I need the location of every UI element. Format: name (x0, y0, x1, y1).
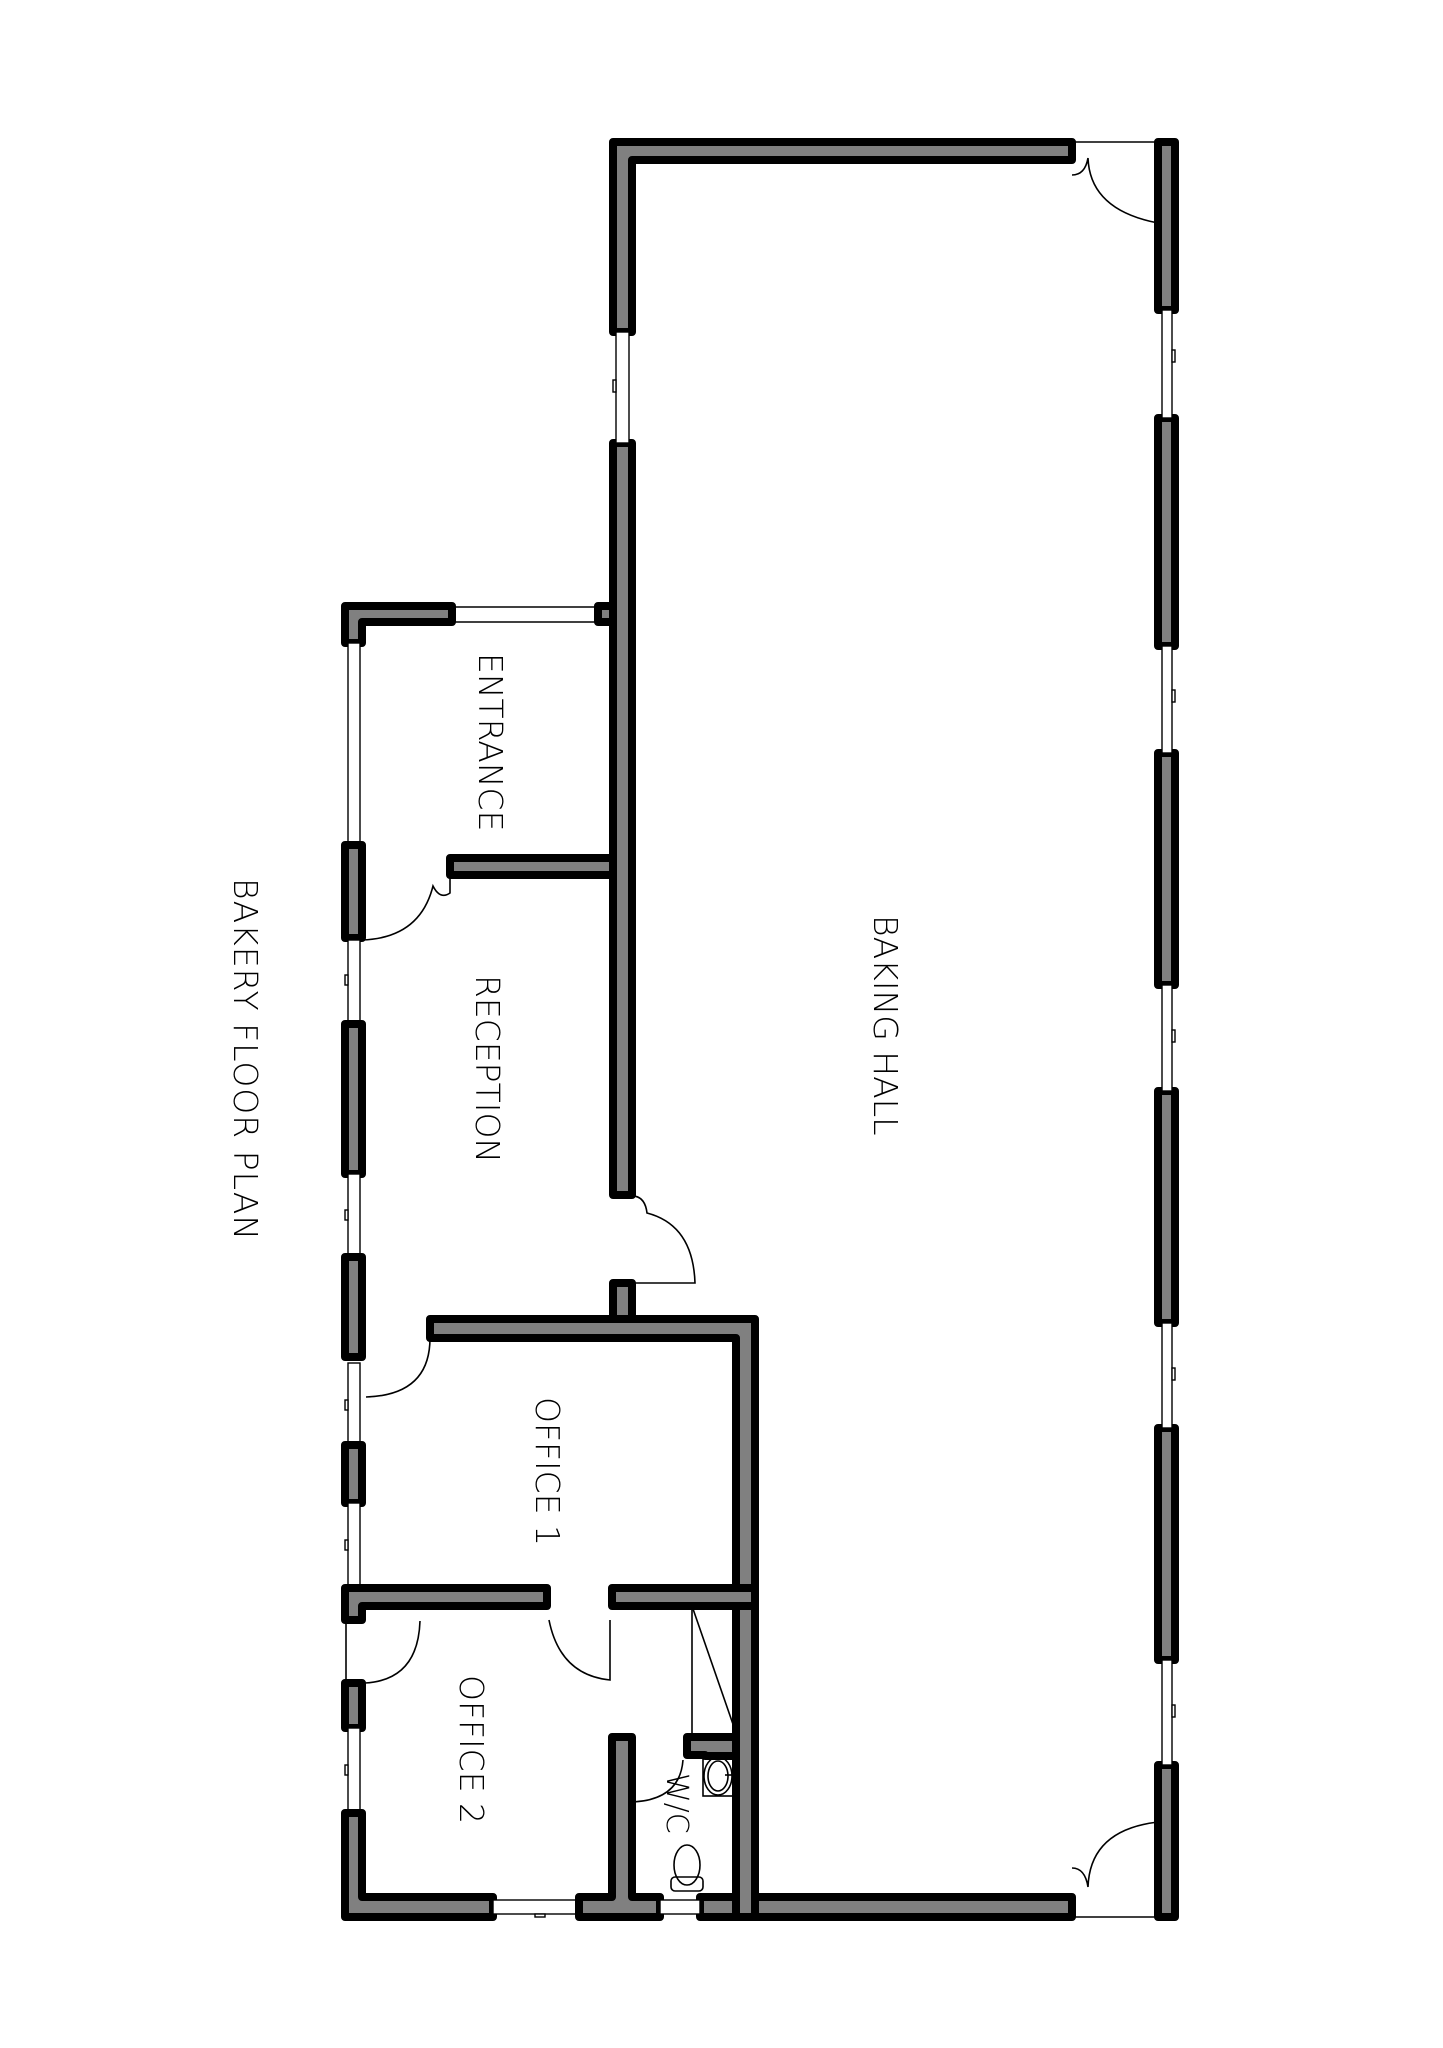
wall-hall-top (609, 138, 1076, 336)
wall-office2-wc-divider (575, 1733, 664, 1921)
room-label-office-1: OFFICE 1 (528, 1397, 567, 1546)
wall-office2-bottom-left (341, 1809, 497, 1921)
wall-reception-left-2 (341, 1253, 366, 1361)
wall-reception-left-1 (341, 1020, 366, 1178)
wall-hall-right-2 (1154, 414, 1179, 650)
room-label-reception: RECEPTION (468, 975, 507, 1163)
room-label-office-2: OFFICE 2 (452, 1675, 491, 1824)
wall-office1-top-right (426, 1315, 759, 1601)
wall-office2-left-1 (341, 1679, 366, 1732)
office-2-walls (341, 1620, 664, 1921)
wall-office1-left (341, 1441, 366, 1507)
wall-hall-right-5 (1154, 1424, 1179, 1664)
hall-right-windows (612, 309, 1176, 1766)
wall-hall-right-1 (1154, 138, 1179, 314)
sink-icon (702, 1755, 737, 1797)
wall-wc-top (683, 1733, 740, 1760)
wall-hall-right-3 (1154, 749, 1179, 989)
wall-hall-right-4 (1154, 1087, 1179, 1327)
wall-reception-door-stub (609, 1279, 636, 1323)
wall-hall-right-6 (1154, 1761, 1179, 1921)
wall-hall-bottom (706, 1893, 1076, 1921)
reception-walls (341, 939, 696, 1361)
office-1-walls (341, 1315, 759, 1681)
entrance-walls (341, 602, 617, 942)
wall-hall-left (609, 439, 636, 1199)
plan-title: BAKERY FLOOR PLAN (226, 878, 265, 1241)
hall-doors (1071, 141, 1159, 1918)
wall-office1-bottom-left (341, 1584, 551, 1624)
wall-entrance-reception (446, 854, 617, 879)
wall-entrance-left (341, 841, 366, 942)
room-label-baking-hall: BAKING HALL (866, 915, 905, 1135)
wall-entrance-top (341, 602, 456, 647)
room-label-wc: W/C (659, 1773, 694, 1834)
wall-wc-right (732, 1602, 759, 1921)
toilet-icon (670, 1844, 704, 1892)
room-label-entrance: ENTRANCE (471, 653, 510, 831)
